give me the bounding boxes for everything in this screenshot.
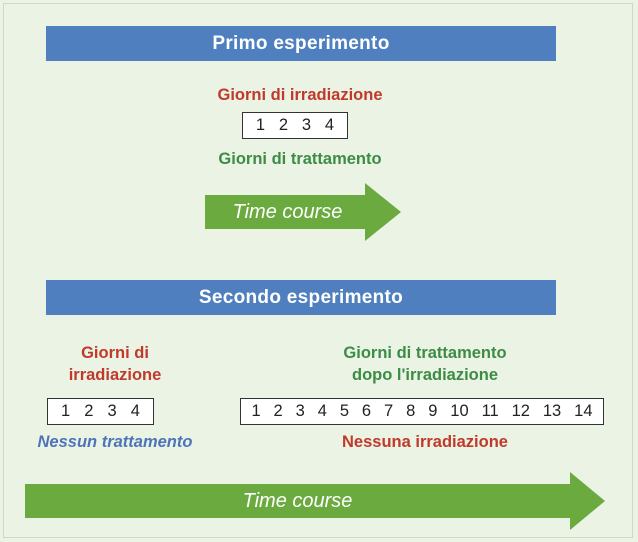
day-number: 14 (574, 402, 593, 420)
day-number: 6 (361, 402, 372, 420)
day-number: 3 (301, 116, 312, 134)
second-treatment-label-line1: Giorni di trattamento (343, 344, 507, 362)
first-irradiation-days-box: 1 2 3 4 (242, 112, 348, 139)
day-number: 11 (481, 402, 499, 420)
first-treatment-label: Giorni di trattamento (218, 150, 382, 168)
no-irradiation-label: Nessuna irradiazione (342, 433, 508, 451)
day-number: 4 (324, 116, 335, 134)
second-irradiation-label-line1: Giorni di (81, 344, 149, 362)
second-treatment-label: Giorni di trattamento dopo l'irradiazion… (275, 342, 575, 386)
arrow-shape (205, 183, 401, 241)
second-time-course-arrow (25, 472, 605, 530)
day-number: 8 (406, 402, 416, 420)
day-number: 12 (511, 402, 530, 420)
second-treatment-label-line2: dopo l'irradiazione (351, 366, 499, 384)
first-time-course-label: Time course (232, 200, 343, 223)
first-time-course-arrow (205, 183, 401, 241)
day-number: 1 (61, 402, 71, 420)
no-treatment-label: Nessun trattamento (37, 433, 193, 451)
day-number: 3 (295, 402, 305, 420)
diagram-frame (3, 3, 633, 538)
day-number: 5 (339, 402, 350, 420)
day-number: 2 (278, 116, 289, 134)
day-number: 3 (107, 402, 117, 420)
day-number: 7 (384, 402, 394, 420)
arrow-shape (25, 472, 605, 530)
second-treatment-days-box: 1 2 3 4 5 6 7 8 9 10 11 12 13 14 (240, 398, 604, 425)
day-number: 4 (317, 402, 327, 420)
first-experiment-title: Primo esperimento (212, 32, 390, 54)
day-number: 2 (84, 402, 94, 420)
day-number: 1 (251, 402, 261, 420)
day-number: 10 (450, 402, 469, 420)
second-irradiation-label: Giorni di irradiazione (30, 342, 200, 386)
day-number: 13 (542, 402, 562, 420)
day-number: 4 (130, 402, 140, 420)
first-irradiation-label: Giorni di irradiazione (217, 86, 383, 104)
first-experiment-banner: Primo esperimento (46, 26, 556, 61)
second-experiment-title: Secondo esperimento (198, 286, 404, 308)
second-irradiation-label-line2: irradiazione (68, 366, 162, 384)
second-experiment-banner: Secondo esperimento (46, 280, 556, 315)
day-number: 2 (273, 402, 283, 420)
day-number: 9 (428, 402, 438, 420)
day-number: 1 (255, 116, 266, 134)
second-irradiation-days-box: 1 2 3 4 (47, 398, 154, 425)
second-time-course-label: Time course (242, 489, 353, 512)
